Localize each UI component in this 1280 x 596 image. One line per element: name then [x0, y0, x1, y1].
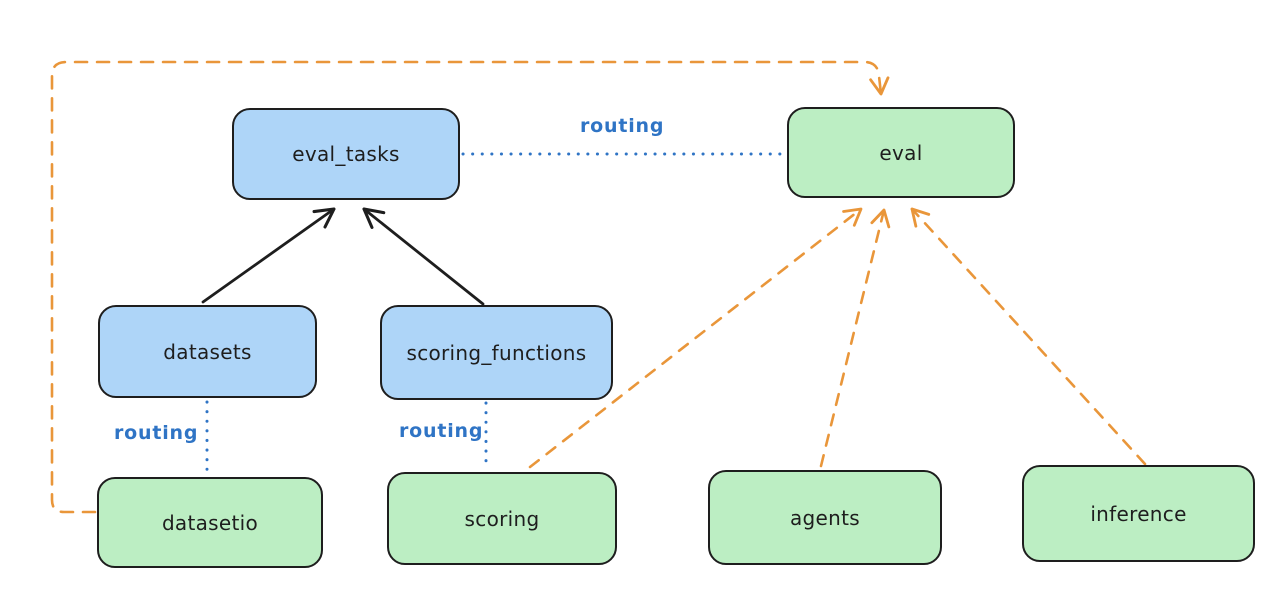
- node-inference-label: inference: [1090, 501, 1187, 526]
- edge-agents-to-eval: [819, 208, 891, 468]
- node-inference: inference: [1022, 465, 1255, 562]
- edge-inference-to-eval: [910, 207, 1147, 466]
- node-agents-label: agents: [790, 505, 860, 530]
- edge-label-datasets-datasetio: routing: [114, 422, 199, 444]
- node-scoring-label: scoring: [464, 506, 540, 531]
- edge-datasets-to-eval_tasks: [201, 207, 336, 304]
- node-scoring_functions-label: scoring_functions: [406, 340, 587, 365]
- edge-label-eval_tasks-eval: routing: [580, 115, 665, 137]
- node-eval_tasks-label: eval_tasks: [292, 142, 400, 166]
- edge-scoring-to-eval: [528, 207, 863, 469]
- node-scoring: scoring: [387, 472, 617, 565]
- node-eval: eval: [787, 107, 1015, 198]
- node-scoring_functions: scoring_functions: [380, 305, 613, 400]
- node-eval-label: eval: [879, 140, 923, 165]
- node-datasetio: datasetio: [97, 477, 323, 568]
- node-datasets: datasets: [98, 305, 317, 398]
- node-datasetio-label: datasetio: [161, 510, 259, 535]
- edge-datasetio-to-eval: [50, 60, 890, 514]
- node-agents: agents: [708, 470, 942, 565]
- edge-label-scoring_functions-scoring: routing: [399, 420, 484, 442]
- node-eval_tasks: eval_tasks: [232, 108, 460, 200]
- edge-scoring_functions-to-eval_tasks: [362, 207, 485, 306]
- node-datasets-label: datasets: [163, 339, 252, 364]
